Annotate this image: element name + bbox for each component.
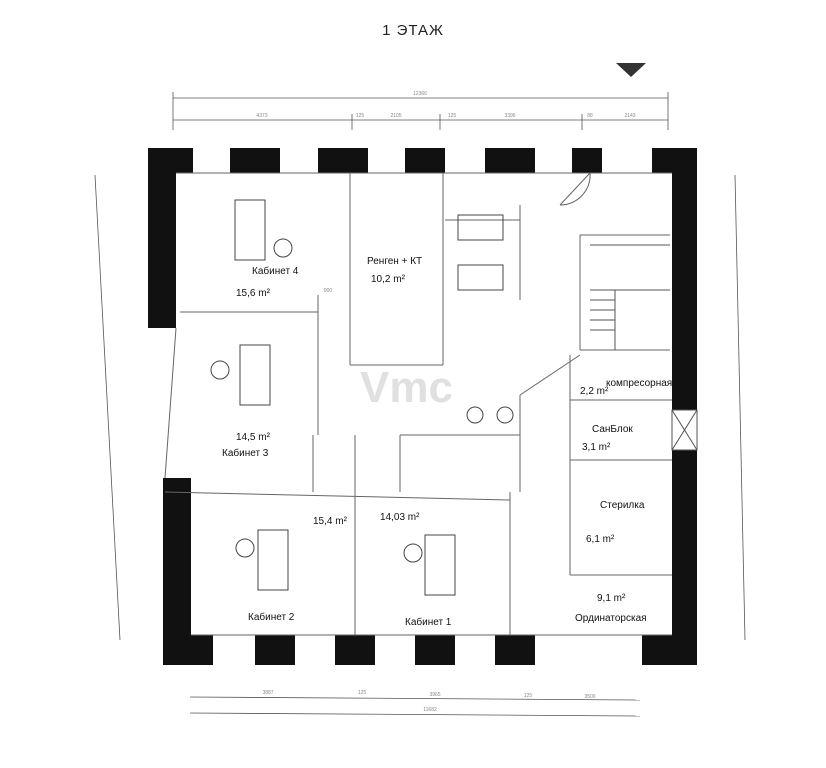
room-area: 15,4 m² xyxy=(313,516,348,527)
dim-top-4: 125 xyxy=(448,113,457,119)
outer-walls xyxy=(148,148,697,665)
dim-top-total: 12366 xyxy=(413,91,427,97)
stool-icon xyxy=(403,543,423,563)
room-area: 15,6 m² xyxy=(236,288,271,299)
inner-walls xyxy=(164,172,672,636)
dim-bottom-1: 3887 xyxy=(262,690,273,696)
floor-title: 1 ЭТАЖ xyxy=(382,22,444,39)
room-name: Ренген + КТ xyxy=(367,256,422,267)
room-name: Кабинет 3 xyxy=(222,447,269,459)
room-name: СанБлок xyxy=(592,424,633,435)
room-name: компресорная xyxy=(606,378,672,389)
sink-icon xyxy=(466,406,484,424)
dental-chair-icon xyxy=(239,344,271,406)
desk-icon xyxy=(457,264,504,291)
dim-bottom-3: 3965 xyxy=(429,692,440,698)
dental-chair-icon xyxy=(424,534,456,596)
dim-bottom-total: 11682 xyxy=(423,707,437,713)
dental-chair-icon xyxy=(257,529,289,591)
dim-bottom-4: 125 xyxy=(524,693,533,699)
room-area: 14,03 m² xyxy=(380,512,420,523)
room-name: Кабинет 2 xyxy=(248,611,295,623)
stool-icon xyxy=(235,538,255,558)
entrance-arrow-icon xyxy=(616,63,646,77)
room-area: 3,1 m² xyxy=(582,442,611,453)
room-area: 9,1 m² xyxy=(597,593,626,604)
room-name: Стерилка xyxy=(600,500,645,511)
room-name: Кабинет 4 xyxy=(252,265,299,277)
sink-icon xyxy=(496,406,514,424)
dim-door: 900 xyxy=(324,288,333,294)
staircase xyxy=(590,244,670,350)
dim-top-7: 2143 xyxy=(624,113,635,119)
watermark: Vmc xyxy=(360,363,453,412)
room-name: Ординаторская xyxy=(575,613,647,624)
room-area: 2,2 m² xyxy=(580,386,609,397)
desk-icon xyxy=(457,214,504,241)
room-area: 6,1 m² xyxy=(586,534,615,545)
dim-top-1: 4373 xyxy=(256,113,267,119)
dim-top-2: 125 xyxy=(356,113,365,119)
room-area: 10,2 m² xyxy=(371,274,406,285)
dental-chair-icon xyxy=(234,199,266,261)
stool-icon xyxy=(210,360,230,380)
dental-chairs xyxy=(210,199,514,596)
dim-top-6: 88 xyxy=(587,113,593,119)
dim-top-3: 2105 xyxy=(390,113,401,119)
stool-icon xyxy=(273,238,293,258)
room-area: 14,5 m² xyxy=(236,432,271,443)
shaft-icon xyxy=(671,409,698,451)
dim-bottom-2: 125 xyxy=(358,690,367,696)
dim-top-5: 3396 xyxy=(504,113,515,119)
dim-bottom-5: 3500 xyxy=(584,694,595,700)
dimension-lines xyxy=(94,92,746,717)
room-name: Кабинет 1 xyxy=(405,616,452,628)
